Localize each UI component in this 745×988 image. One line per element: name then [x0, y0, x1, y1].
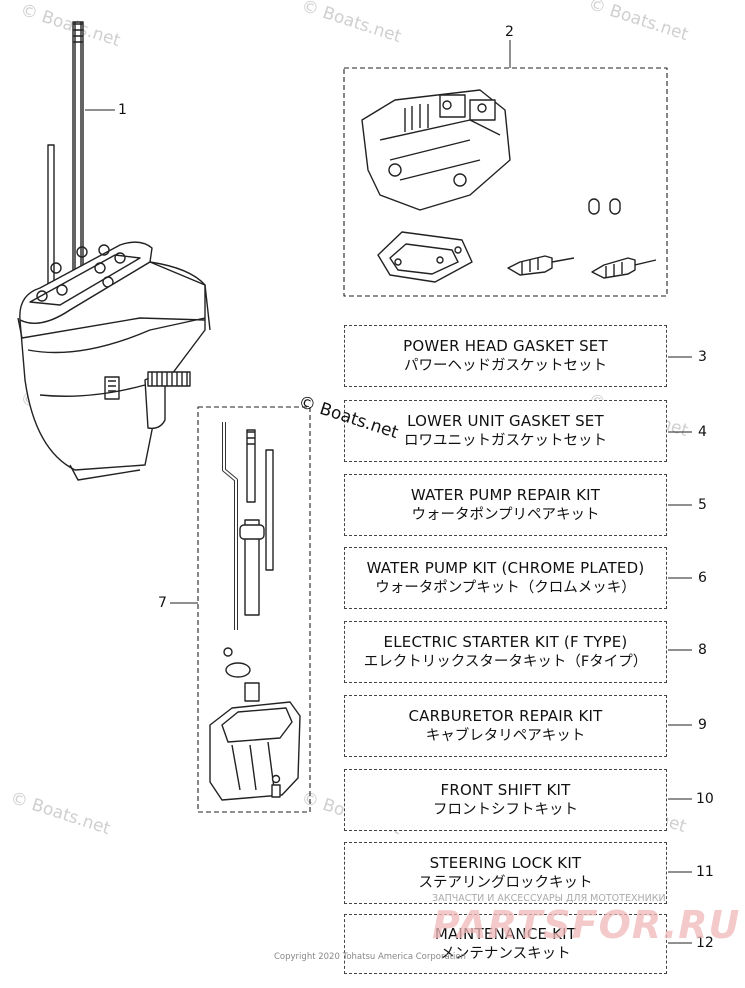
kit-label-jp: パワーヘッドガスケットセット — [404, 358, 607, 374]
kit-box-water-pump-repair-kit[interactable]: WATER PUMP REPAIR KIT ウォータポンプリペアキット — [344, 474, 667, 536]
kit-box-front-shift-kit[interactable]: FRONT SHIFT KIT フロントシフトキット — [344, 769, 667, 831]
kit-label-en: FRONT SHIFT KIT — [440, 781, 571, 799]
kit-label-en: WATER PUMP KIT (CHROME PLATED) — [366, 559, 645, 577]
kit-box-power-head-gasket-set[interactable]: POWER HEAD GASKET SET パワーヘッドガスケットセット — [344, 325, 667, 387]
kit-label-jp: フロントシフトキット — [433, 802, 578, 818]
callout-11: 11 — [696, 864, 714, 880]
kit-label-en: POWER HEAD GASKET SET — [403, 337, 608, 355]
site-logo: PARTSFOR.RU — [432, 903, 741, 947]
kit-box-steering-lock-kit[interactable]: STEERING LOCK KIT ステアリングロックキット — [344, 842, 667, 904]
callout-2: 2 — [505, 24, 514, 40]
callout-6: 6 — [698, 570, 707, 586]
kit-label-en: LOWER UNIT GASKET SET — [407, 412, 604, 430]
kit-label-jp: ウォータポンプキット（クロムメッキ） — [375, 580, 636, 596]
kit-box-electric-starter-kit[interactable]: ELECTRIC STARTER KIT (F TYPE) エレクトリックスター… — [344, 621, 667, 683]
callout-7: 7 — [158, 595, 167, 611]
kit-label-en: CARBURETOR REPAIR KIT — [408, 707, 603, 725]
kit-label-en: ELECTRIC STARTER KIT (F TYPE) — [383, 633, 628, 651]
callout-10: 10 — [696, 791, 714, 807]
kit-label-en: WATER PUMP REPAIR KIT — [410, 486, 601, 504]
kit-label-jp: ステアリングロックキット — [418, 875, 593, 891]
power-head-illustration — [361, 89, 657, 283]
kit-label-en: STEERING LOCK KIT — [429, 854, 582, 872]
callout-5: 5 — [698, 497, 707, 513]
copyright-notice: Copyright 2020 Tohatsu America Corporati… — [274, 952, 466, 962]
shift-kit-illustration — [209, 422, 301, 801]
power-head-group-box — [343, 67, 668, 297]
callout-4: 4 — [698, 424, 707, 440]
shift-kit-group-box — [197, 406, 311, 813]
kit-box-maintenance-kit[interactable]: MAINTENANCE KIT メンテナンスキット — [344, 914, 667, 974]
kit-label-jp: キャブレタリペアキット — [425, 728, 586, 744]
callout-3: 3 — [698, 349, 707, 365]
callout-12: 12 — [696, 935, 714, 951]
kit-label-en: MAINTENANCE KIT — [434, 925, 577, 943]
lower-unit-illustration — [17, 21, 211, 481]
kit-box-carburetor-repair-kit[interactable]: CARBURETOR REPAIR KIT キャブレタリペアキット — [344, 695, 667, 757]
callout-9: 9 — [698, 717, 707, 733]
callout-1: 1 — [118, 102, 127, 118]
kit-label-jp: ウォータポンプリペアキット — [411, 507, 600, 523]
callout-8: 8 — [698, 642, 707, 658]
kit-label-jp: ロワユニットガスケットセット — [404, 433, 607, 449]
kit-box-lower-unit-gasket-set[interactable]: LOWER UNIT GASKET SET ロワユニットガスケットセット — [344, 400, 667, 462]
site-tagline: ЗАПЧАСТИ И АКСЕССУАРЫ ДЛЯ МОТОТЕХНИКИ — [432, 893, 666, 904]
kit-label-jp: メンテナンスキット — [440, 946, 571, 962]
kit-label-jp: エレクトリックスタータキット（Fタイプ） — [363, 654, 648, 670]
kit-box-water-pump-kit-chrome-plated[interactable]: WATER PUMP KIT (CHROME PLATED) ウォータポンプキッ… — [344, 547, 667, 609]
site-banner: ЗАПЧАСТИ И АКСЕССУАРЫ ДЛЯ МОТОТЕХНИКИ PA… — [432, 893, 739, 947]
